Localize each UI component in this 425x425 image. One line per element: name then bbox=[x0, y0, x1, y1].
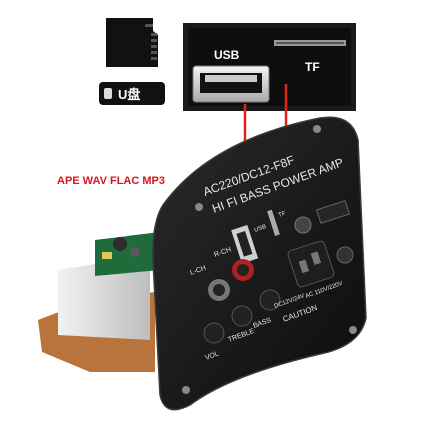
formats-text: APE WAV FLAC MP3 bbox=[57, 175, 165, 187]
panel-usb-label: USB bbox=[254, 224, 268, 234]
udisk-label: U盘 bbox=[118, 87, 140, 102]
panel-tf-label: TF bbox=[278, 211, 287, 219]
sd-card-icon bbox=[106, 18, 158, 67]
port-closeup bbox=[183, 23, 356, 111]
panel-vol-label: VOL bbox=[204, 350, 220, 361]
closeup-usb-label: USB bbox=[214, 48, 240, 62]
amplifier-board bbox=[38, 232, 160, 372]
front-panel bbox=[152, 116, 367, 411]
usb-drive-icon bbox=[99, 82, 165, 105]
closeup-tf-label: TF bbox=[305, 60, 320, 74]
